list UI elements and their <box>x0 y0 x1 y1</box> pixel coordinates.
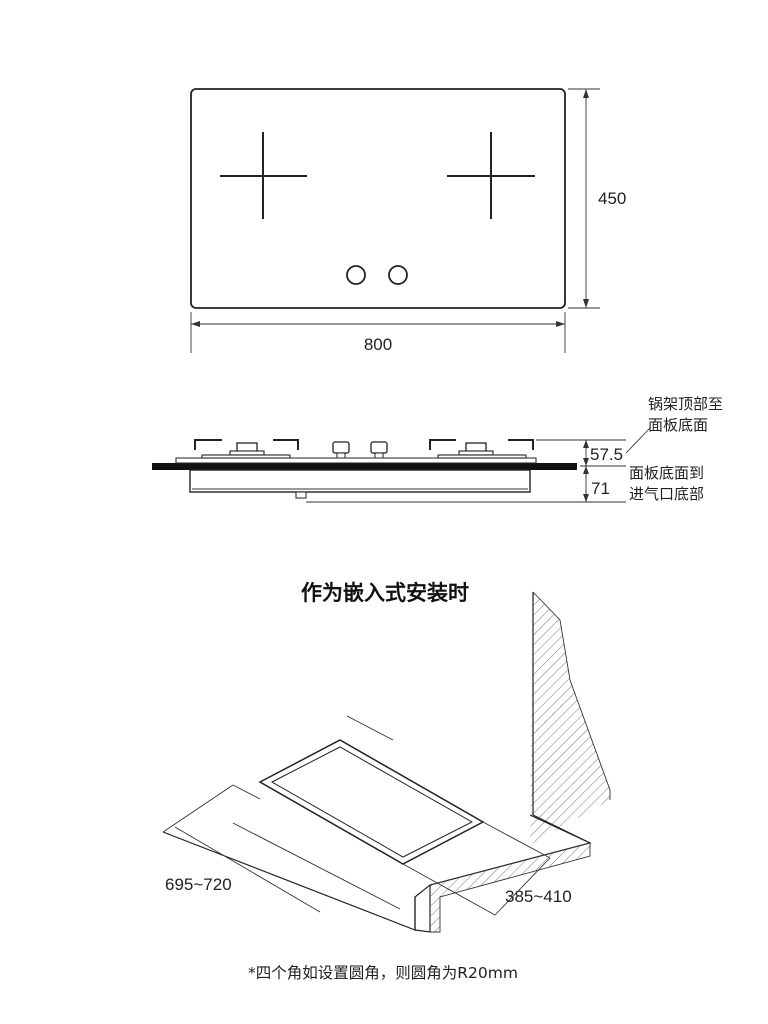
top-height-label: 57.5 <box>590 445 623 464</box>
knobs-side <box>332 441 388 459</box>
install-title: 作为嵌入式安装时 <box>301 581 469 605</box>
bottom-height-label: 71 <box>591 479 610 498</box>
left-knob <box>346 265 366 285</box>
depth-range-label: 385~410 <box>505 887 572 906</box>
left-burner-mark <box>220 132 307 219</box>
right-pan-support <box>429 439 534 459</box>
glass-panel <box>152 463 577 470</box>
callout-bottom-line2: 进气口底部 <box>629 485 704 503</box>
callout-bottom: 面板底面到 进气口底部 <box>629 464 704 503</box>
footnote: *四个角如设置圆角，则圆角为R20mm <box>248 964 518 982</box>
callout-top-line2: 面板底面 <box>648 416 708 434</box>
right-knob <box>388 265 408 285</box>
width-dimension: 800 <box>190 312 566 354</box>
left-pan-support <box>194 439 299 459</box>
width-label: 800 <box>364 335 392 354</box>
side-view: 57.5 71 锅架顶部至 面板底面 面板底面到 进气口底部 <box>152 395 723 503</box>
depth-dimension: 450 <box>568 88 626 309</box>
hob-body <box>189 469 531 493</box>
callout-top-line1: 锅架顶部至 <box>648 395 723 413</box>
countertop <box>162 814 592 933</box>
gas-inlet <box>295 491 307 499</box>
depth-label: 450 <box>598 189 626 208</box>
wall <box>530 591 611 845</box>
hob-outline-top <box>190 88 566 309</box>
height-dimensions: 57.5 71 <box>306 439 626 503</box>
cutout-opening <box>258 739 485 865</box>
width-range-label: 695~720 <box>165 875 232 894</box>
callout-top: 锅架顶部至 面板底面 <box>625 395 723 454</box>
right-burner-mark <box>447 132 535 219</box>
top-view: 800 450 <box>190 88 626 354</box>
width-range-dimension: 695~720 <box>162 715 401 913</box>
installation-view: 作为嵌入式安装时 695~720 <box>162 581 611 933</box>
callout-bottom-line1: 面板底面到 <box>629 464 704 482</box>
depth-range-dimension: 385~410 <box>402 821 572 916</box>
